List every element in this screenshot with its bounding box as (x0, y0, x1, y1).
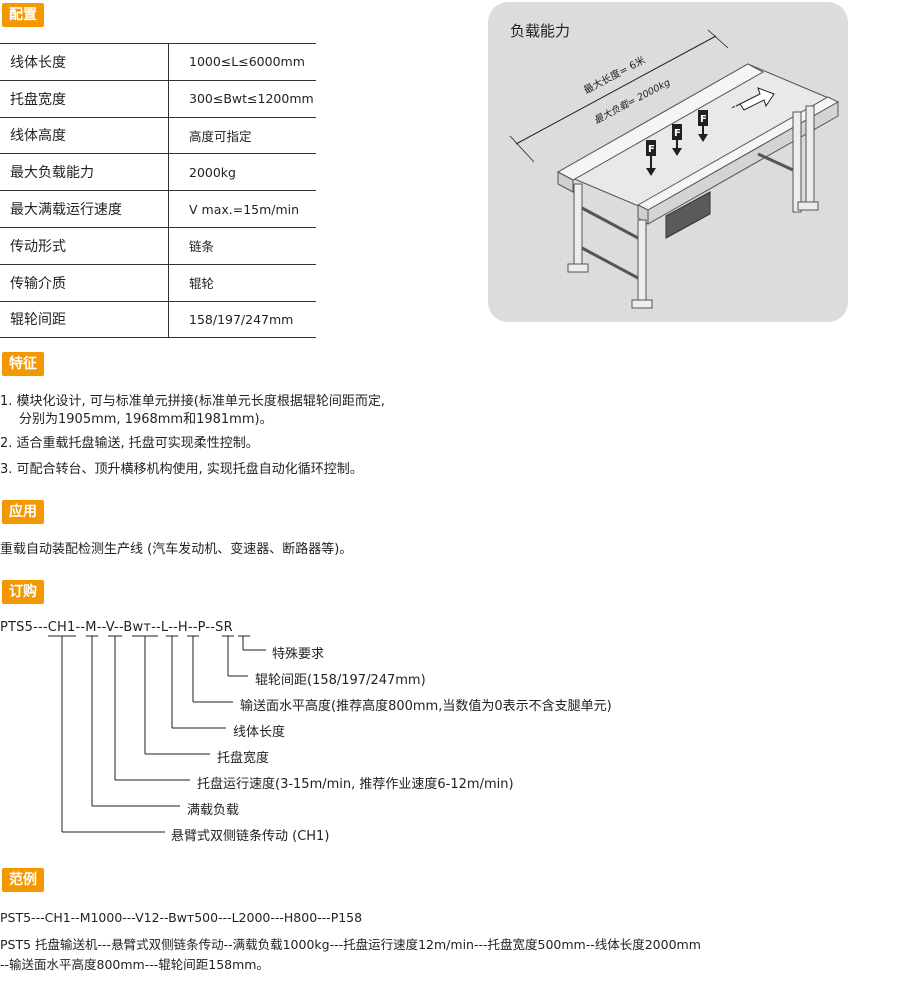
spec-key: 线体长度 (0, 43, 169, 81)
spec-key: 辊轮间距 (0, 300, 169, 339)
order-code: PTS5---CH1--M--V--Bwт--L--H--P--SR (0, 620, 233, 635)
order-label: 特殊要求 (272, 647, 325, 662)
section-badge-config: 配置 (2, 3, 44, 27)
drive-box (665, 191, 711, 239)
spec-key: 传动形式 (0, 226, 169, 265)
force-arrow: F (646, 140, 656, 176)
table-row: 传动形式链条 (0, 226, 316, 265)
dimension-line (515, 35, 717, 145)
order-code-diagram (48, 635, 266, 833)
section-badge-example: 范例 (2, 868, 44, 892)
spec-key: 传输介质 (0, 263, 169, 302)
spec-key: 线体高度 (0, 116, 169, 154)
example-description: PST5 托盘输送机---悬臂式双侧链条传动--满载负载1000kg---托盘运… (0, 937, 701, 952)
order-label: 辊轮间距(158/197/247mm) (255, 673, 426, 688)
force-label: F (674, 128, 681, 139)
order-label: 输送面水平高度(推荐高度800mm,当数值为0表示不含支腿单元) (240, 699, 612, 714)
length-label: 最大长度= 6米 (581, 53, 647, 96)
spec-value: V max.=15m/min (168, 190, 316, 228)
spec-value: 1000≤L≤6000mm (168, 43, 316, 81)
example-code: PST5---CH1--M1000---V12--Bwт500---L2000-… (0, 910, 363, 925)
order-label: 悬臂式双侧链条传动 (CH1) (171, 829, 330, 844)
feature-item: 3. 可配合转台、顶升横移机构使用, 实现托盘自动化循环控制。 (0, 462, 363, 477)
order-label: 满载负载 (187, 803, 240, 818)
spec-value: 2000kg (168, 153, 316, 191)
spec-value: 300≤Bwt≤1200mm (168, 79, 316, 118)
section-badge-order: 订购 (2, 580, 44, 604)
table-row: 线体高度高度可指定 (0, 116, 316, 154)
table-row: 传输介质辊轮 (0, 263, 316, 302)
feature-item: 1. 模块化设计, 可与标准单元拼接(标准单元长度根据辊轮间距而定, (0, 394, 386, 409)
load-capacity-figure: 负载能力 最大长度= 6米 最大负载= 2000kg (488, 2, 848, 322)
order-label: 托盘宽度 (217, 751, 270, 766)
spec-value: 链条 (168, 226, 316, 265)
spec-key: 托盘宽度 (0, 79, 169, 118)
force-arrow: F (672, 124, 682, 156)
feature-item: 2. 适合重载托盘输送, 托盘可实现柔性控制。 (0, 436, 259, 451)
force-label: F (700, 114, 707, 125)
spec-value: 158/197/247mm (168, 300, 316, 339)
spec-value: 辊轮 (168, 263, 316, 302)
force-label: F (648, 144, 655, 155)
spec-value: 高度可指定 (168, 116, 316, 154)
application-text: 重载自动装配检测生产线 (汽车发动机、变速器、断路器等)。 (0, 542, 353, 557)
order-label: 线体长度 (233, 725, 286, 740)
spec-key: 最大负载能力 (0, 153, 169, 191)
figure-title: 负载能力 (510, 22, 571, 40)
section-badge-features: 特征 (2, 352, 44, 376)
force-arrow: F (698, 110, 708, 142)
feature-item: 分别为1905mm, 1968mm和1981mm)。 (19, 412, 273, 427)
direction-arrow-icon (731, 87, 775, 111)
order-label: 托盘运行速度(3-15m/min, 推荐作业速度6-12m/min) (197, 777, 514, 792)
spec-key: 最大满载运行速度 (0, 190, 169, 228)
section-badge-application: 应用 (2, 500, 44, 524)
conveyor-illustration: 最大长度= 6米 最大负载= 2000kg F (509, 29, 840, 309)
example-description-cont: --输送面水平高度800mm---辊轮间距158mm。 (0, 957, 269, 972)
